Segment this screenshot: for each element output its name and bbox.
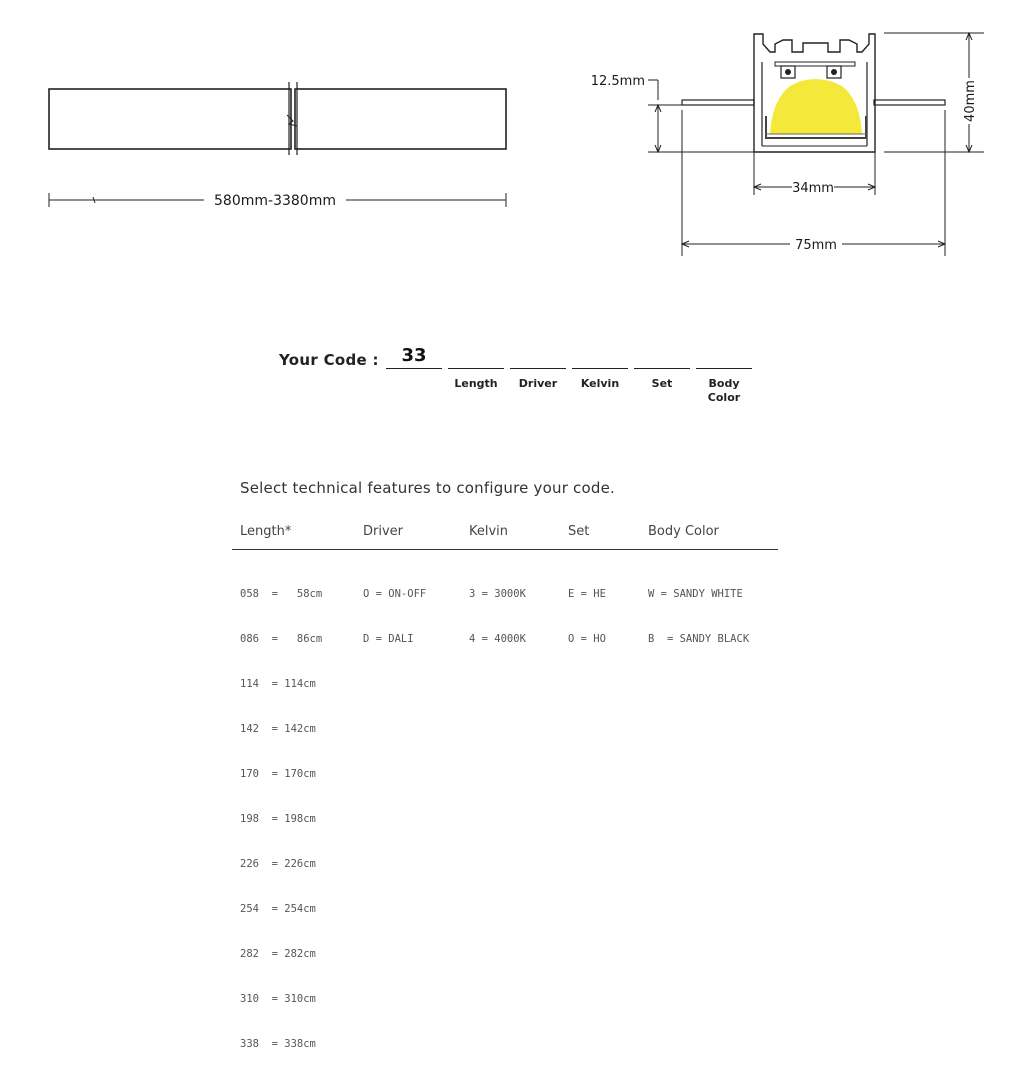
length-option: 338 = 338cm <box>240 1038 316 1050</box>
flange-left <box>681 99 755 106</box>
profile-body <box>753 33 876 153</box>
code-driver-line <box>510 368 566 369</box>
clip-left-screw <box>785 69 791 75</box>
height-label-bg <box>960 78 978 124</box>
lip-arrow-top <box>654 103 662 113</box>
width-arrow-left <box>680 240 690 248</box>
your-code-label: Your Code : <box>279 351 379 369</box>
header-set: Set <box>568 524 590 539</box>
configure-intro: Select technical features to configure y… <box>240 479 616 497</box>
length-option: 114 = 114cm <box>240 678 316 690</box>
length-dimension-label: 580mm-3380mm <box>214 193 336 209</box>
body-color-option: B = SANDY BLACK <box>648 633 750 645</box>
length-options: 058 = 58cm 086 = 86cm 114 = 114cm 142 = … <box>240 557 322 1067</box>
profile-cross-section: 12.5mm 40mm 34mm 75mm <box>591 31 984 256</box>
length-option: 254 = 254cm <box>240 903 316 915</box>
length-tick <box>92 196 96 204</box>
kelvin-options: 3 = 3000K 4 = 4000K <box>469 557 526 662</box>
inner-arrow-right <box>867 183 877 191</box>
profile-side-view: 580mm-3380mm <box>48 82 507 209</box>
height-arrow-top <box>965 31 973 41</box>
driver-options: O = ON-OFF D = DALI <box>363 557 426 662</box>
header-body-color: Body Color <box>648 524 719 539</box>
set-option: E = HE <box>568 588 606 600</box>
lip-arrow-bottom <box>654 144 662 154</box>
profile-bar-left <box>48 88 292 150</box>
driver-option: O = ON-OFF <box>363 588 427 600</box>
code-body-color-line <box>696 368 752 369</box>
length-option: 142 = 142cm <box>240 723 316 735</box>
kelvin-option: 3 = 3000K <box>469 588 526 600</box>
set-option: O = HO <box>568 633 606 645</box>
light-beam <box>770 79 862 134</box>
width-arrow-right <box>937 240 947 248</box>
kelvin-option: 4 = 4000K <box>469 633 526 645</box>
length-option: 170 = 170cm <box>240 768 316 780</box>
break-mark <box>286 114 298 127</box>
set-options: E = HE O = HO <box>568 557 606 662</box>
length-option: 310 = 310cm <box>240 993 316 1005</box>
lip-dimension-label: 12.5mm <box>591 74 645 89</box>
header-length: Length* <box>240 524 292 539</box>
code-field-driver: Driver <box>518 377 558 390</box>
code-length-line <box>448 368 504 369</box>
header-driver: Driver <box>363 524 404 539</box>
length-option: 282 = 282cm <box>240 948 316 960</box>
height-arrow-bottom <box>965 144 973 154</box>
code-field-length: Length <box>454 377 498 390</box>
code-kelvin-line <box>572 368 628 369</box>
inner-arrow-left <box>752 183 762 191</box>
body-color-options: W = SANDY WHITE B = SANDY BLACK <box>648 557 749 662</box>
code-field-set: Set <box>651 377 673 390</box>
width-dimension-label: 75mm <box>795 238 837 253</box>
length-option: 226 = 226cm <box>240 858 316 870</box>
table-divider <box>232 549 778 550</box>
code-field-body-color: Body Color <box>707 377 741 404</box>
led-board <box>774 61 856 67</box>
driver-option: D = DALI <box>363 633 414 645</box>
profile-bar-right <box>294 88 507 150</box>
code-prefix-value: 33 <box>401 345 427 366</box>
length-option: 086 = 86cm <box>240 633 323 645</box>
code-prefix-line <box>386 368 442 369</box>
technical-drawing: 580mm-3380mm 12.5mm <box>48 31 984 256</box>
flange-right <box>873 99 946 106</box>
header-kelvin: Kelvin <box>469 524 509 539</box>
inner-dimension-label: 34mm <box>792 181 834 196</box>
body-color-option: W = SANDY WHITE <box>648 588 743 600</box>
length-option: 198 = 198cm <box>240 813 316 825</box>
height-dimension-label: 40mm <box>963 80 978 122</box>
code-set-line <box>634 368 690 369</box>
diffuser <box>765 116 867 139</box>
clip-right-screw <box>831 69 837 75</box>
length-option: 058 = 58cm <box>240 588 323 600</box>
code-field-kelvin: Kelvin <box>580 377 620 390</box>
